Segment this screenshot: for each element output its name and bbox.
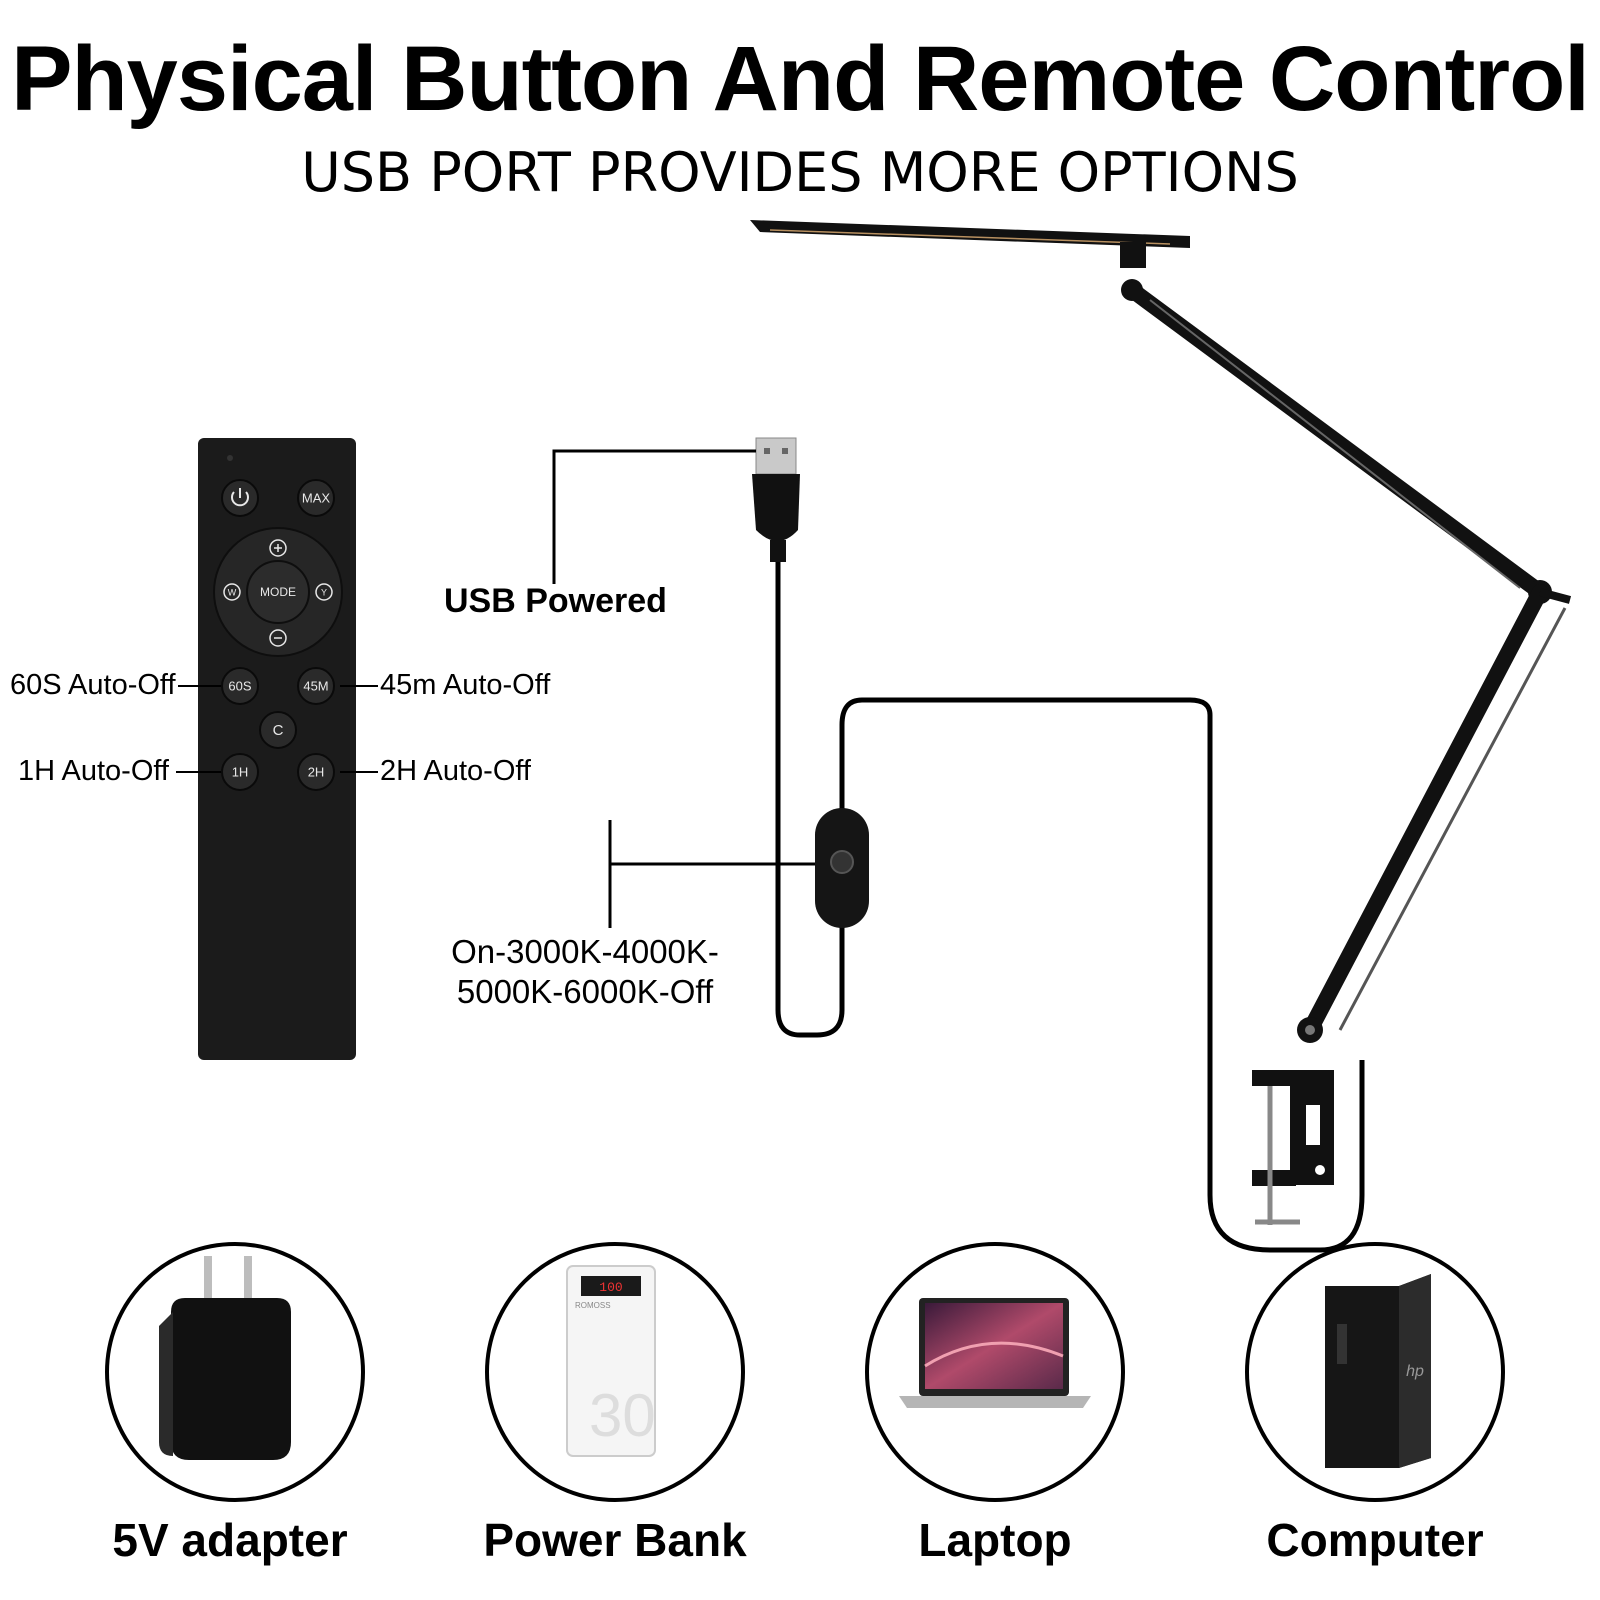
usb-plug-icon [752, 437, 800, 562]
switch-mode-label: On-3000K-4000K- 5000K-6000K-Off [440, 932, 730, 1012]
max-label: MAX [302, 490, 331, 505]
remote-power-button[interactable] [221, 479, 259, 517]
callout-60s-auto-off: 60S Auto-Off [10, 669, 176, 701]
caption-power-bank: Power Bank [483, 1514, 747, 1566]
clamp-icon [1252, 1070, 1334, 1225]
minus-icon [269, 629, 287, 647]
plus-icon [269, 539, 287, 557]
power-bank-screen: 100 [599, 1280, 622, 1295]
switch-mode-line-2: 5000K-6000K-Off [456, 973, 714, 1010]
lamp-arm-icon [1121, 279, 1572, 1043]
adapter-circle [105, 1242, 365, 1502]
power-bank-brand: ROMOSS [575, 1301, 611, 1310]
s60-label: 60S [228, 678, 251, 693]
caption-computer: Computer [1266, 1514, 1484, 1566]
computer-brand: hp [1406, 1363, 1424, 1380]
remote-max-button[interactable]: MAX [297, 479, 335, 517]
computer-icon: hp [1325, 1274, 1431, 1468]
page-title: Physical Button And Remote Control [11, 28, 1590, 130]
remote-1h-button[interactable]: 1H [221, 753, 259, 791]
remote-minus-button[interactable] [269, 629, 287, 647]
power-bank-circle: 100 ROMOSS 30 [485, 1242, 745, 1502]
page-subtitle: USB PORT PROVIDES MORE OPTIONS [301, 141, 1299, 204]
power-bank-icon: 100 ROMOSS 30 [566, 1265, 656, 1457]
laptop-circle [865, 1242, 1125, 1502]
mode-label: MODE [260, 585, 296, 599]
adapter-icon [159, 1256, 291, 1460]
remote-45m-button[interactable]: 45M [297, 667, 335, 705]
remote-2h-button[interactable]: 2H [297, 753, 335, 791]
power-cable [775, 545, 1213, 1038]
h1-label: 1H [232, 764, 249, 779]
inline-switch-icon [815, 808, 869, 928]
remote-mode-button[interactable]: MODE [260, 585, 296, 599]
lamp-head-icon [750, 220, 1190, 268]
switch-mode-line-1: On-3000K-4000K- [451, 933, 719, 970]
remote-buttons: MAX W Y MODE 60S 45M C 1H 2H [221, 479, 335, 791]
c-label: C [273, 722, 284, 739]
usb-powered-label: USB Powered [444, 582, 667, 620]
y-label: Y [321, 587, 327, 597]
m45-label: 45M [303, 678, 328, 693]
remote-w-button[interactable]: W [223, 583, 241, 601]
caption-laptop: Laptop [918, 1514, 1072, 1566]
remote-plus-button[interactable] [269, 539, 287, 557]
w-label: W [228, 587, 237, 597]
power-icon [231, 491, 249, 507]
caption-5v-adapter: 5V adapter [112, 1514, 348, 1566]
remote-60s-button[interactable]: 60S [221, 667, 259, 705]
laptop-icon [899, 1298, 1091, 1408]
callout-45m-auto-off: 45m Auto-Off [380, 669, 551, 701]
remote-c-button[interactable]: C [259, 711, 297, 749]
h2-label: 2H [308, 764, 325, 779]
computer-circle: hp [1245, 1242, 1505, 1502]
callout-1h-auto-off: 1H Auto-Off [18, 755, 169, 787]
callout-2h-auto-off: 2H Auto-Off [380, 755, 531, 787]
remote-y-button[interactable]: Y [315, 583, 333, 601]
power-bank-capacity: 30 [589, 1382, 656, 1449]
